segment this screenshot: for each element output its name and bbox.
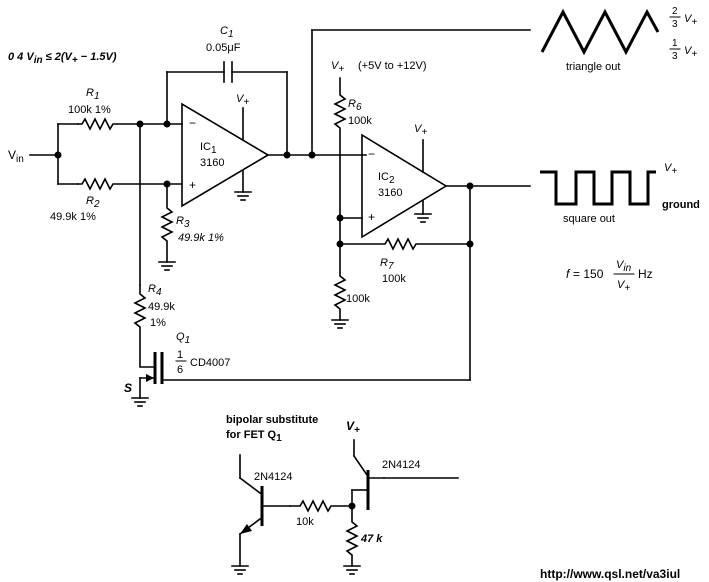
triangle-label: triangle out bbox=[566, 61, 620, 73]
ic1-label: IC1 bbox=[200, 141, 217, 156]
transistor-right bbox=[352, 439, 459, 510]
opamp-ic1 bbox=[181, 102, 270, 208]
triangle-bot-num: 1 bbox=[672, 38, 678, 49]
resistor-47k-label: 47 k bbox=[360, 533, 383, 545]
triangle-waveform bbox=[540, 8, 660, 56]
resistor-10k bbox=[289, 499, 353, 513]
triangle-top-den: 3 bbox=[672, 19, 678, 30]
supply-range: (+5V to +12V) bbox=[358, 60, 427, 72]
ic2-part: 3160 bbox=[378, 187, 402, 199]
resistor-r8 bbox=[331, 243, 349, 329]
opamp-ic2 bbox=[361, 133, 448, 239]
q1-fraction-bottom: 6 bbox=[177, 364, 183, 376]
c1-label: C1 bbox=[220, 25, 234, 40]
triangle-top-v: V+ bbox=[684, 13, 697, 28]
square-waveform bbox=[540, 170, 656, 206]
r2-value: 49.9k 1% bbox=[50, 211, 96, 223]
formula-f: f bbox=[566, 267, 571, 281]
resistor-r3 bbox=[158, 180, 176, 271]
resistor-r2 bbox=[77, 177, 183, 191]
resistor-10k-label: 10k bbox=[296, 516, 314, 528]
q1-fraction-top: 1 bbox=[177, 349, 183, 361]
r4-label: R4 bbox=[148, 283, 162, 298]
r1-value: 100k 1% bbox=[68, 104, 111, 116]
resistor-r6 bbox=[333, 77, 347, 245]
supply-vplus: V+ bbox=[331, 60, 344, 75]
r3-label: R3 bbox=[176, 215, 190, 230]
fet-q1 bbox=[131, 352, 471, 407]
square-vplus: V+ bbox=[664, 162, 677, 177]
r7-value: 100k bbox=[382, 273, 406, 285]
triangle-bot-v: V+ bbox=[684, 45, 697, 60]
ic2-ground bbox=[414, 200, 432, 223]
ic2-vplus: V+ bbox=[414, 123, 427, 138]
r7-label: R7 bbox=[380, 257, 394, 272]
transistor-right-label: 2N4124 bbox=[382, 459, 421, 471]
transistor-left bbox=[231, 454, 291, 575]
r8-value: 100k bbox=[346, 293, 370, 305]
formula-denominator: V+ bbox=[617, 279, 630, 294]
transistor-left-label: 2N4124 bbox=[254, 471, 293, 483]
q1-label: Q1 bbox=[176, 331, 190, 346]
ic1-inverting-node bbox=[136, 120, 183, 286]
r6-label: R6 bbox=[348, 98, 362, 113]
r1-label: R1 bbox=[86, 87, 100, 102]
r4-tolerance: 1% bbox=[150, 317, 166, 329]
node-47k bbox=[343, 489, 367, 575]
source-url: http://www.qsl.net/va3iul bbox=[540, 567, 680, 581]
ic1-ground bbox=[234, 170, 252, 201]
input-wiring bbox=[29, 123, 79, 185]
q1-source-label: S bbox=[124, 381, 132, 395]
input-condition: 0 4 Vin ≤ 2(V+ − 1.5V) bbox=[8, 51, 117, 66]
triangle-output-wiring bbox=[267, 29, 531, 159]
resistor-r1 bbox=[77, 117, 141, 131]
ic1-vplus: V+ bbox=[236, 93, 249, 108]
square-ground: ground bbox=[662, 199, 700, 211]
r3-value: 49.9k 1% bbox=[178, 232, 224, 244]
r2-label: R2 bbox=[86, 195, 100, 210]
q1-part: CD4007 bbox=[190, 357, 230, 369]
resistor-r7 bbox=[339, 237, 471, 251]
formula-unit: Hz bbox=[638, 267, 653, 281]
ic2-minus: − bbox=[368, 147, 375, 161]
bipolar-title-2: for FET Q1 bbox=[226, 429, 282, 444]
triangle-bot-den: 3 bbox=[672, 51, 678, 62]
r6-value: 100k bbox=[348, 115, 372, 127]
ic2-label: IC2 bbox=[378, 171, 395, 186]
triangle-top-num: 2 bbox=[672, 6, 678, 17]
formula-eq: = 150 bbox=[573, 267, 604, 281]
bipolar-title-1: bipolar substitute bbox=[226, 414, 318, 426]
ic1-minus: − bbox=[189, 116, 196, 130]
bipolar-vplus: V+ bbox=[346, 419, 360, 436]
ic1-plus: + bbox=[189, 178, 196, 192]
ic2-plus: + bbox=[368, 210, 375, 224]
ic1-part: 3160 bbox=[200, 157, 224, 169]
capacitor-c1 bbox=[166, 61, 288, 156]
square-label: square out bbox=[563, 213, 615, 225]
c1-value: 0.05μF bbox=[206, 42, 241, 54]
input-label: Vin bbox=[8, 148, 24, 165]
formula-numerator: Vin bbox=[616, 259, 632, 274]
square-output-wiring bbox=[445, 182, 531, 381]
r4-value: 49.9k bbox=[148, 301, 175, 313]
frequency-formula: f = 150 Vin V+ Hz bbox=[566, 259, 653, 294]
resistor-r4 bbox=[133, 284, 154, 368]
